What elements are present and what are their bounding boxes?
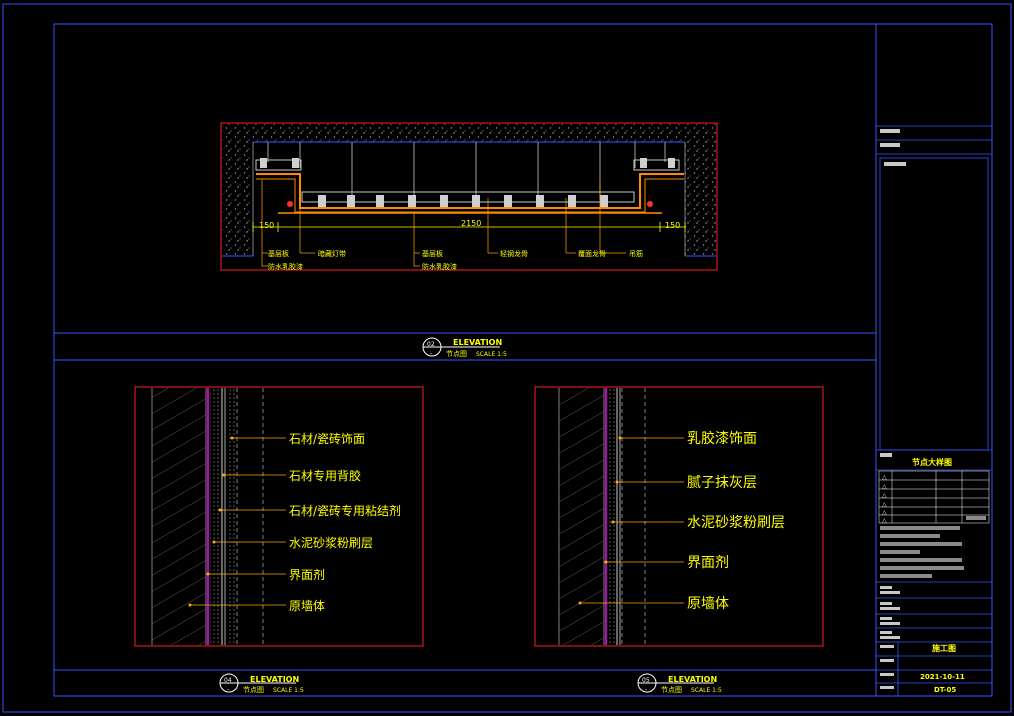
stone-finish-layer [227, 388, 237, 645]
detail-04-dash: - [227, 686, 229, 693]
dim-2150: 2150 [461, 219, 481, 228]
detail-05-number: 05 [642, 677, 650, 684]
detail-04-main-title: ELEVATION [250, 675, 299, 684]
led-strip-right [647, 201, 653, 207]
revision-table [878, 470, 990, 524]
dim-150-right: 150 [665, 221, 680, 230]
label-stone-tile-finish: 石材/瓷砖饰面 [289, 431, 365, 446]
light-trough-left-inner [256, 178, 684, 213]
wall-left [222, 142, 253, 256]
detail-04-border [134, 386, 424, 647]
label-waterproof-paint-1: 防水乳胶漆 [268, 262, 303, 271]
label-base-board-1: 基层板 [268, 249, 289, 258]
drawing-name: 节点大样图 [912, 457, 952, 467]
revision-mark-6: △ [882, 517, 887, 524]
title-block-frame [875, 23, 993, 697]
light-trough-left [256, 173, 684, 209]
revision-mark-2: △ [882, 483, 887, 490]
mortar-layer [210, 388, 222, 645]
label-latex-paint-finish: 乳胶漆饰面 [687, 430, 757, 447]
label-waterproof-paint-2: 防水乳胶漆 [422, 262, 457, 271]
detail-05-title-marker: 05 - ELEVATION 节点图 SCALE 1:5 [637, 673, 722, 694]
original-wall-hatch [152, 388, 206, 645]
detail-04-scale: SCALE 1:5 [273, 687, 304, 694]
slab-top [222, 124, 716, 142]
label-cover-keel: 覆面龙骨 [578, 249, 606, 258]
label-putty-plaster: 腻子抹灰层 [687, 475, 757, 491]
label-interface-agent-05: 界面剂 [687, 555, 729, 571]
drawing-date: 2021-10-11 [920, 673, 965, 681]
detail-04-number: 04 [224, 677, 232, 684]
detail-05-sub-title: 节点图 [661, 686, 682, 694]
label-original-wall: 原墙体 [289, 599, 325, 613]
label-hanger-rod: 吊筋 [629, 249, 643, 258]
detail-05-border [534, 386, 824, 647]
label-stone-back-glue: 石材专用背胶 [289, 468, 361, 483]
detail-02-ceiling-section: 150 2150 150 基层板 防水乳胶漆 暗藏灯带 基层板 防水乳胶漆 轻钢… [220, 122, 718, 271]
detail-05-paint-wall-section: 乳胶漆饰面 腻子抹灰层 水泥砂浆粉刷层 界面剂 原墙体 [534, 386, 824, 647]
detail-02-leaders [261, 180, 626, 267]
revision-mark-4: △ [882, 501, 887, 508]
notes-block [880, 516, 986, 578]
original-wall-hatch-05 [559, 388, 604, 645]
detail-02-title-marker: 02 - ELEVATION 节点图 SCALE 1:5 [422, 337, 507, 358]
hanger-rods [267, 142, 666, 200]
detail-04-sub-title: 节点图 [243, 686, 264, 694]
led-strip-left [287, 201, 293, 207]
keel-rail-side [255, 159, 680, 203]
detail-02-main-title: ELEVATION [453, 338, 502, 347]
detail-05-main-title: ELEVATION [668, 675, 717, 684]
detail-05-scale: SCALE 1:5 [691, 687, 722, 694]
label-hidden-light-strip: 暗藏灯带 [318, 249, 346, 258]
detail-05-dash: - [645, 686, 647, 693]
detail-05-leaders [580, 437, 684, 604]
sheet-number: DT-05 [934, 686, 956, 694]
detail-02-scale: SCALE 1:5 [476, 351, 507, 358]
label-stone-adhesive: 石材/瓷砖专用粘结剂 [289, 503, 401, 518]
dimension-line [252, 222, 686, 232]
title-block: 节点大样图 △ △ △ △ △ △ 施工图 2021-10-11 DT-05 [876, 125, 992, 696]
revision-mark-3: △ [882, 492, 887, 499]
label-light-steel-keel: 轻钢龙骨 [500, 249, 528, 258]
keel-clips [260, 158, 675, 207]
revision-mark-1: △ [882, 474, 887, 481]
dim-150-left: 150 [259, 221, 274, 230]
detail-04-title-marker: 04 - ELEVATION 节点图 SCALE 1:5 [219, 673, 304, 694]
detail-02-sub-title: 节点图 [446, 350, 467, 358]
detail-04-stone-wall-section: 石材/瓷砖饰面 石材专用背胶 石材/瓷砖专用粘结剂 水泥砂浆粉刷层 界面剂 原墙… [134, 386, 424, 647]
detail-02-number: 02 [427, 341, 435, 348]
detail-04-leaders [190, 437, 286, 606]
detail-02-border [220, 122, 718, 271]
label-original-wall-05: 原墙体 [687, 596, 729, 612]
revision-mark-5: △ [882, 509, 887, 516]
detail-02-dash: - [430, 350, 432, 357]
drawing-status: 施工图 [932, 643, 956, 653]
mortar-layer-05 [608, 388, 616, 645]
outer-sheet-border [2, 3, 1012, 713]
label-cement-mortar-plaster: 水泥砂浆粉刷层 [289, 535, 373, 550]
label-cement-mortar-05: 水泥砂浆粉刷层 [687, 515, 785, 531]
label-interface-agent: 界面剂 [289, 567, 325, 582]
wall-right [685, 142, 716, 256]
label-base-board-2: 基层板 [422, 249, 443, 258]
